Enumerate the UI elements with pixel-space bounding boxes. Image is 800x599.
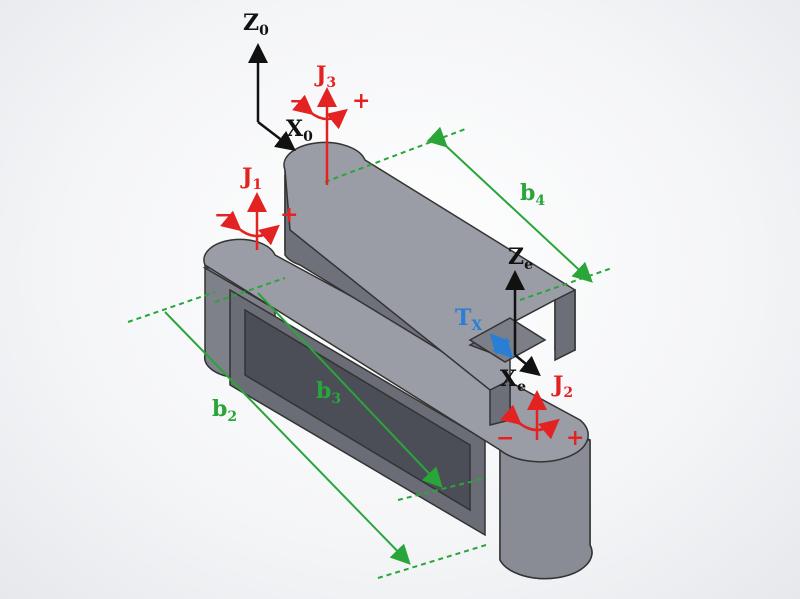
dimension-b4-label: b4 (520, 180, 545, 209)
end-frame (505, 270, 541, 377)
dimension-b3 (214, 277, 487, 501)
joint-j2-minus: − (496, 425, 514, 451)
base-z-label: Z0 (243, 10, 269, 39)
dimension-b2-label: b2 (212, 396, 237, 425)
translation-label: TX (455, 305, 482, 334)
joint-j2-label: J2 (551, 372, 573, 401)
joint-j1-plus: + (280, 202, 298, 228)
joint-j2-plus: + (566, 425, 584, 451)
dimension-b4 (324, 126, 613, 301)
joint-j1-axis (220, 192, 280, 250)
joint-j3-minus: − (289, 88, 307, 114)
joint-j2-axis (500, 390, 560, 440)
base-x-label: X0 (286, 116, 313, 145)
joint-j3-label: J3 (314, 62, 336, 91)
joint-j1-label: J1 (240, 164, 262, 193)
dimension-b2 (127, 291, 487, 579)
translation-arrow (489, 333, 514, 359)
dimension-b3-label: b3 (316, 378, 341, 407)
joint-j3-axis (292, 87, 348, 185)
end-x-label: Xe (500, 366, 526, 395)
end-z-label: Ze (508, 244, 533, 273)
joint-j1-minus: − (214, 202, 232, 228)
joint-j3-plus: + (352, 88, 370, 114)
base-frame (248, 43, 296, 152)
